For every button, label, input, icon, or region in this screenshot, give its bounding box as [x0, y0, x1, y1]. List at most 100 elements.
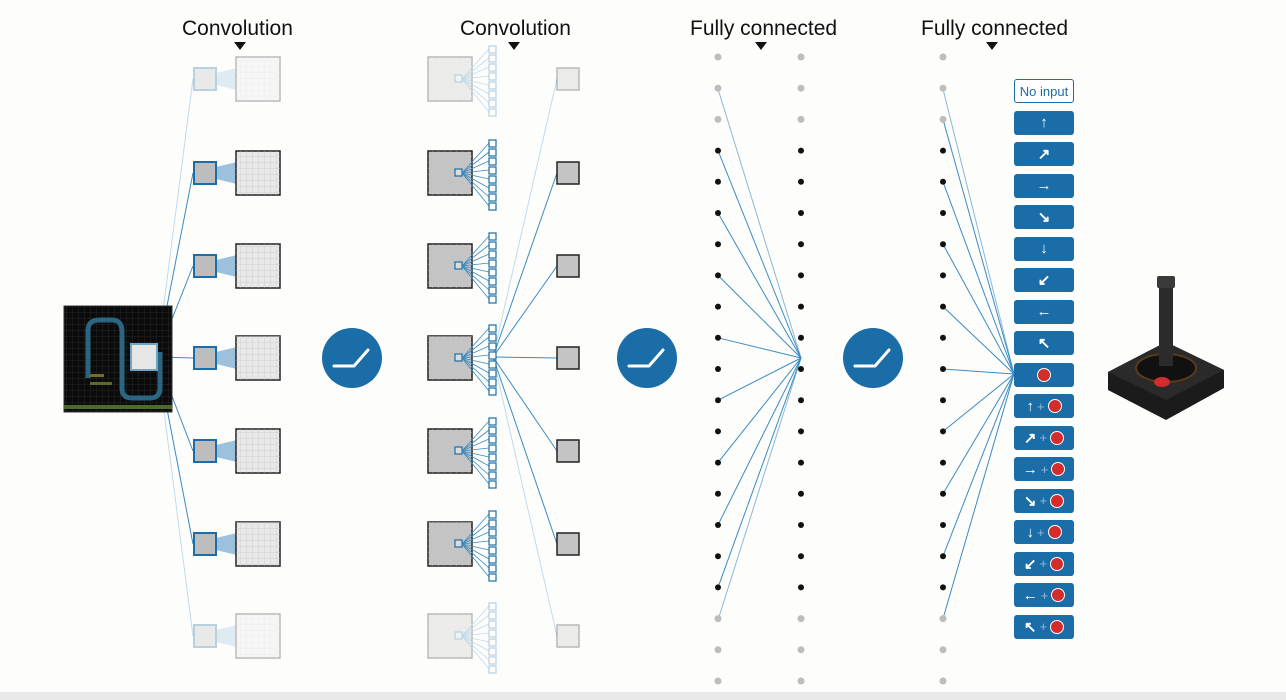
conv2-filter-cell — [488, 166, 497, 175]
kernel-link — [461, 543, 490, 551]
fc-node — [798, 334, 804, 341]
kernel-link — [461, 450, 490, 467]
plus-sign: + — [1036, 524, 1045, 540]
conn-fc1 — [717, 357, 802, 526]
kernel-link — [461, 635, 490, 661]
conv2-unit — [427, 324, 580, 396]
conv1-unit — [193, 150, 281, 196]
conv2-filter-cell — [488, 647, 497, 656]
conv2-filter-cell — [488, 333, 497, 342]
kernel-link — [461, 438, 490, 452]
arrow-icon: ↗ — [1037, 146, 1051, 163]
conv2-filter-cell — [488, 387, 497, 396]
header-arrow-3 — [755, 42, 767, 50]
fc-node — [715, 147, 721, 154]
conv1-filter — [193, 254, 217, 278]
plus-sign: + — [1036, 398, 1045, 414]
kernel-link — [461, 57, 490, 80]
conn-conv2-to-map — [492, 78, 558, 358]
kernel-link — [461, 354, 490, 359]
joystick-fire-button — [1154, 377, 1170, 387]
kernel-link — [461, 522, 490, 545]
conv2-filter-cell — [488, 546, 497, 555]
arrow-icon: ↓ — [1026, 523, 1034, 541]
conv2-filter-cell — [488, 232, 497, 241]
conv1-unit — [193, 56, 281, 102]
joystick-stick-cap — [1157, 276, 1175, 288]
conv2-filter-cell — [488, 45, 497, 54]
arrow-icon: ↘ — [1037, 209, 1051, 226]
kernel-link — [461, 357, 490, 374]
fc-node — [940, 522, 946, 528]
relu-curve-icon — [617, 328, 677, 388]
fc-node — [798, 490, 804, 497]
conv2-filter-cell — [488, 564, 497, 573]
plus-sign: + — [1039, 430, 1048, 445]
fc-node — [940, 178, 946, 185]
fc-node — [940, 147, 946, 154]
kernel-link — [461, 265, 490, 282]
conv1-filter — [193, 439, 217, 463]
arrow-icon: ↖ — [1037, 335, 1051, 352]
fc-node — [940, 366, 946, 372]
kernel-link — [461, 244, 490, 267]
fc-node — [714, 53, 722, 61]
conv2-filter-cell — [488, 528, 497, 537]
conn-conv2-to-map — [492, 356, 558, 452]
conv2-kernel — [454, 539, 463, 548]
arrow-icon: ↑ — [1026, 397, 1034, 415]
fc-node — [939, 115, 947, 123]
conv2-output-map — [556, 624, 580, 648]
conn-fc1 — [717, 150, 802, 359]
conn-conv2-to-map — [492, 356, 558, 545]
conv2-filter-cell — [488, 81, 497, 90]
fc-node — [798, 459, 804, 466]
plus-sign: + — [1040, 587, 1049, 603]
conn-conv2-to-map — [492, 265, 558, 358]
kernel-link — [461, 265, 490, 273]
header-convolution-2: Convolution — [460, 17, 571, 40]
arrow-icon: ↓ — [1040, 240, 1048, 257]
arrow-icon: ↗ — [1023, 429, 1037, 447]
conv2-filter-cell — [488, 453, 497, 462]
conv2-unit — [427, 139, 580, 211]
conn-fc2 — [942, 306, 1015, 375]
conv2-filter-cell — [488, 268, 497, 277]
conv2-filter-cell — [488, 519, 497, 528]
kernel-link — [461, 265, 490, 291]
arrow-icon: ↘ — [1023, 492, 1037, 510]
conv2-filter-cell — [488, 426, 497, 435]
conv2-filter-cell — [488, 471, 497, 480]
conv2-filter-cell — [488, 537, 497, 546]
conv2-filter-cell — [488, 351, 497, 360]
action-button: → — [1014, 173, 1074, 198]
fc-node — [939, 646, 947, 654]
kernel-link — [461, 336, 490, 359]
kernel-link — [461, 543, 490, 578]
header-arrow-4 — [986, 42, 998, 50]
fc-node — [797, 53, 805, 61]
kernel-link — [461, 78, 490, 104]
kernel-link — [461, 450, 490, 458]
conv2-output-map — [556, 67, 580, 91]
arrow-icon: ↙ — [1023, 555, 1037, 573]
plus-sign: + — [1039, 556, 1048, 571]
conv2-input-grid — [428, 57, 472, 101]
kernel-link — [461, 75, 490, 80]
fc-node — [798, 210, 804, 216]
kernel-link — [461, 235, 490, 267]
action-button: →+ — [1014, 457, 1074, 481]
fire-button-icon — [1047, 399, 1062, 413]
joystick-icon — [1108, 276, 1224, 420]
kernel-link — [461, 635, 490, 643]
relu-curve — [627, 348, 665, 368]
conv2-output-map — [556, 532, 580, 556]
conv2-output-map — [556, 439, 580, 463]
fc-node — [715, 366, 721, 372]
kernel-link — [461, 429, 490, 452]
kernel-link — [461, 450, 490, 476]
fire-button-icon — [1050, 493, 1065, 508]
conn-fc1 — [717, 275, 802, 359]
conv2-output-map — [556, 254, 580, 278]
